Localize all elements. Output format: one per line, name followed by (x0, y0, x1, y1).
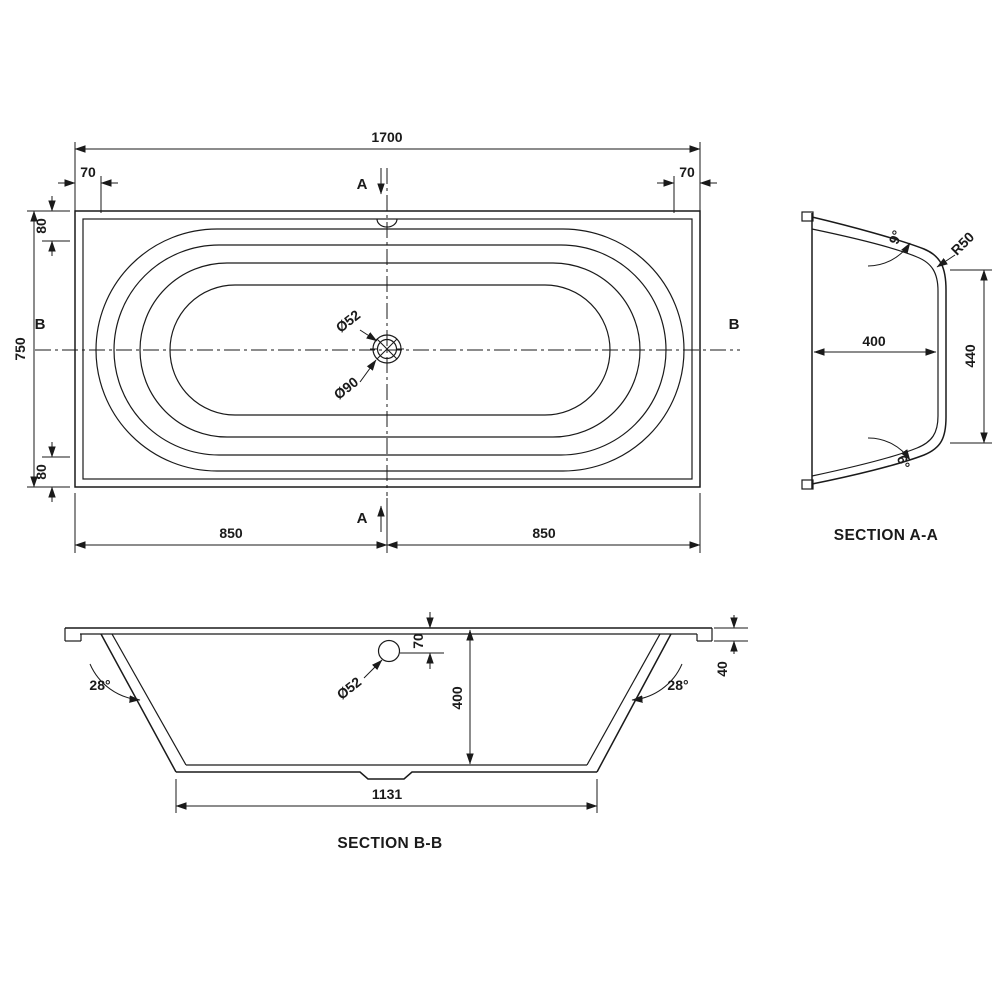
section-b-markers: B B (35, 316, 740, 333)
bb-dim-base-label: 1131 (372, 786, 403, 802)
dim-width-group: 750 80 80 (12, 196, 70, 502)
drain-symbol (370, 332, 404, 366)
dim-rim-bottom-label: 80 (33, 464, 49, 480)
aa-dim-height-label: 440 (962, 344, 978, 368)
dim-center-group: 850 850 (74, 493, 701, 553)
section-bb-outline (64, 627, 713, 780)
dim-overall-length-label: 1700 (371, 129, 402, 145)
aa-angle-top-label: 9° (885, 228, 905, 246)
bb-drain-dia-label: Ø52 (334, 673, 365, 702)
dim-width-label: 750 (12, 337, 28, 361)
plan-view: Ø52 Ø90 1700 70 70 A A (12, 129, 740, 553)
bb-dim-rim-label: 40 (714, 661, 730, 677)
bb-angle-right-label: 28° (667, 677, 688, 693)
section-bb-dims: Ø52 70 400 40 28° 28° 1131 (89, 612, 748, 813)
drain-leaders: Ø52 Ø90 (331, 306, 378, 403)
section-a-markers: A A (357, 168, 385, 532)
aa-dim-inner-width-label: 400 (862, 333, 886, 349)
section-bb-caption: SECTION B-B (337, 835, 442, 852)
waste-dia-small-label: Ø52 (333, 306, 364, 335)
bb-dim-depth-label: 400 (449, 686, 465, 710)
bb-angle-left-label: 28° (89, 677, 110, 693)
bb-dim-drain-depth-label: 70 (410, 633, 426, 649)
section-a-bottom-label: A (357, 510, 368, 527)
section-bb-view: Ø52 70 400 40 28° 28° 1131 (64, 612, 748, 852)
section-aa-caption: SECTION A-A (834, 527, 939, 544)
aa-radius-label: R50 (948, 229, 978, 259)
section-a-top-label: A (357, 176, 368, 193)
section-aa-dims: 400 440 9° R50 6° (813, 228, 992, 471)
dim-overall-length: 1700 (74, 129, 701, 211)
section-b-left-label: B (35, 316, 46, 333)
aa-angle-bottom-label: 6° (894, 453, 914, 471)
dim-end-left-label: 70 (80, 164, 96, 180)
dim-rim-top-label: 80 (33, 218, 49, 234)
bb-drain-circle (377, 639, 401, 663)
section-aa-view: 400 440 9° R50 6° SECTION A-A (801, 211, 992, 544)
dim-center-left-label: 850 (219, 525, 243, 541)
section-aa-outline (801, 211, 947, 490)
section-b-right-label: B (729, 316, 740, 333)
dim-end-offsets: 70 70 (58, 164, 717, 213)
waste-dia-large-label: Ø90 (331, 373, 362, 402)
dim-end-right-label: 70 (679, 164, 695, 180)
dim-center-right-label: 850 (532, 525, 556, 541)
